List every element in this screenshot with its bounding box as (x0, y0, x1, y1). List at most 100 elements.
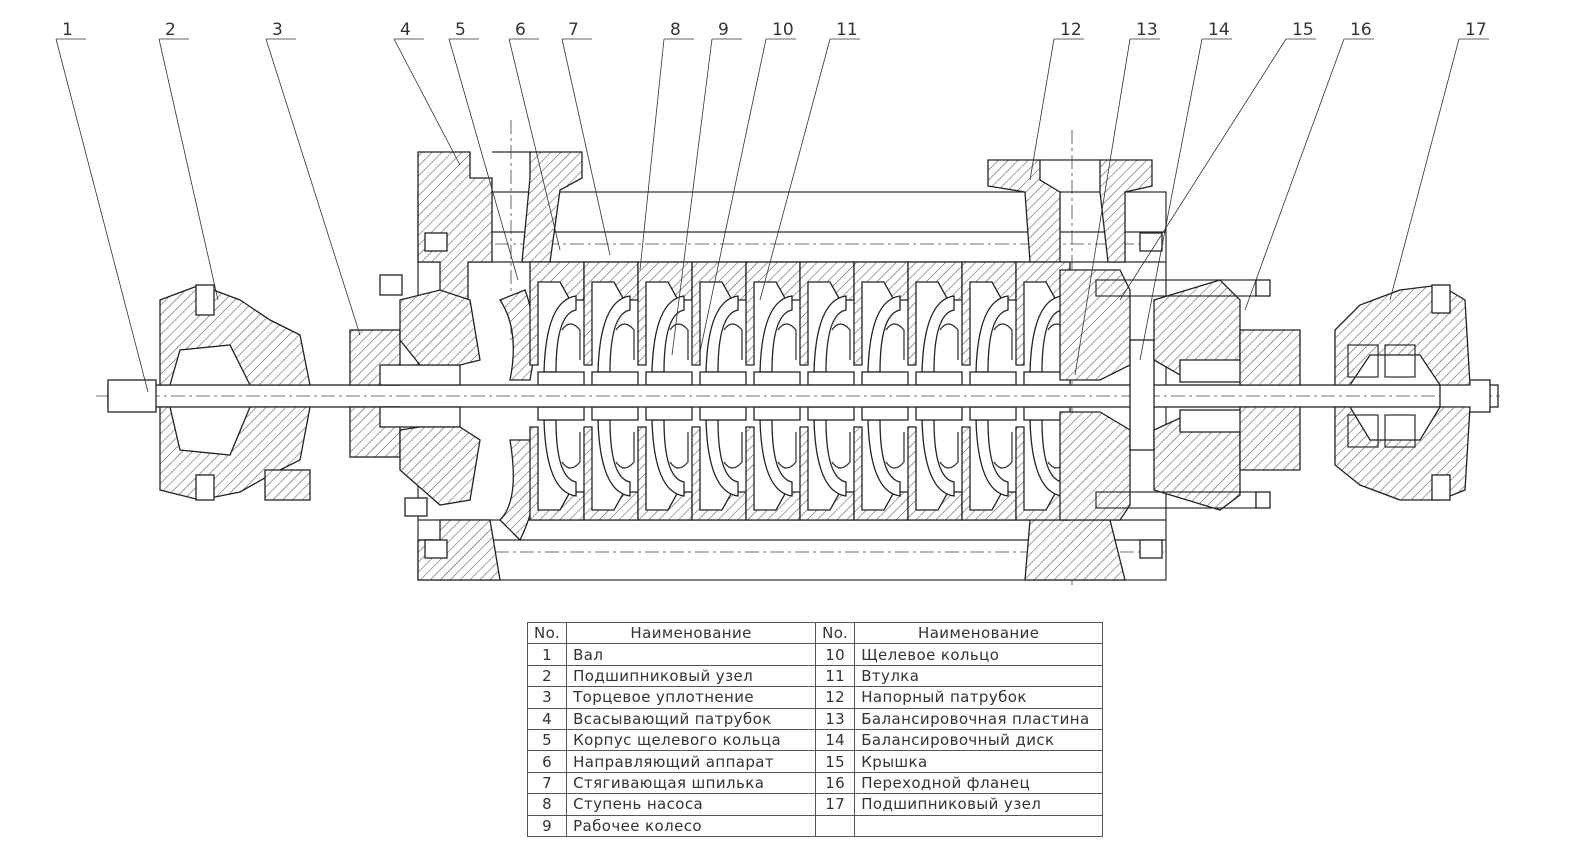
suction-nozzle (417, 120, 583, 581)
callout: 4 (393, 20, 461, 166)
callout: 16 (1244, 20, 1374, 311)
header-name: Наименование (566, 621, 817, 645)
callout-number: 6 (515, 20, 526, 40)
part-number: 3 (526, 686, 568, 709)
impeller (1029, 295, 1063, 373)
callout-number: 17 (1465, 20, 1487, 40)
part-number: 14 (815, 728, 856, 752)
part-number: 16 (815, 771, 856, 795)
impeller (921, 295, 955, 373)
impeller (597, 419, 631, 497)
callout-number: 8 (670, 20, 681, 40)
left-bearing-housing (159, 284, 311, 501)
part-number: 5 (526, 728, 568, 752)
part-name: Втулка (854, 664, 1104, 688)
part-number: 12 (815, 686, 856, 709)
part-name: Напорный патрубок (854, 686, 1104, 709)
callout: 9 (671, 20, 742, 356)
impeller (759, 295, 793, 373)
impeller (1029, 419, 1063, 497)
callout-number: 10 (772, 20, 794, 40)
impeller (597, 295, 631, 373)
pump-stage (745, 261, 801, 521)
impeller (705, 419, 739, 497)
callout: 14 (1139, 20, 1232, 361)
part-number: 13 (815, 707, 856, 730)
part-name: Вал (566, 643, 817, 666)
part-number: 6 (526, 750, 568, 773)
part-name: Щелевое кольцо (854, 643, 1104, 666)
part-name (854, 814, 1104, 837)
part-name: Балансировочная пластина (854, 707, 1104, 730)
tie-bolts (379, 232, 1271, 559)
part-number: 17 (815, 793, 856, 816)
left-mechanical-seal (349, 289, 481, 506)
callout-number: 1 (62, 20, 73, 40)
impeller (543, 419, 577, 497)
part-number: 7 (526, 771, 568, 795)
callout: 8 (639, 20, 694, 271)
impeller (759, 419, 793, 497)
part-name: Рабочее колесо (566, 814, 817, 837)
callout: 1 (55, 20, 149, 393)
pump-stage (637, 261, 693, 521)
callout: 3 (265, 20, 361, 336)
callout: 11 (759, 20, 860, 301)
impeller (867, 419, 901, 497)
part-name: Торцевое уплотнение (566, 686, 817, 709)
part-name: Переходной фланец (854, 771, 1104, 795)
impeller (975, 419, 1009, 497)
part-number: 2 (526, 664, 568, 688)
part-number: 9 (526, 814, 568, 837)
callout: 13 (1074, 20, 1160, 376)
part-number: 1 (526, 643, 568, 666)
impeller (651, 295, 685, 373)
pump-stage (583, 261, 639, 521)
part-name: Ступень насоса (566, 793, 817, 816)
part-number: 8 (526, 793, 568, 816)
callout-number: 7 (568, 20, 579, 40)
callout: 7 (561, 20, 611, 256)
part-name: Подшипниковый узел (854, 793, 1104, 816)
callout: 2 (158, 20, 219, 301)
callout: 6 (508, 20, 561, 251)
header-no: No. (526, 621, 568, 645)
pump-stage (799, 261, 855, 521)
impeller (921, 419, 955, 497)
pump-stage (961, 261, 1017, 521)
part-number: 10 (815, 643, 856, 666)
part-name: Балансировочный диск (854, 728, 1104, 752)
part-number: 15 (815, 750, 856, 773)
callout-number: 3 (272, 20, 283, 40)
balancing-section (1059, 269, 1301, 521)
callout-number: 16 (1350, 20, 1372, 40)
impeller (867, 295, 901, 373)
part-number (815, 814, 856, 837)
callout-number: 2 (165, 20, 176, 40)
callout-number: 5 (455, 20, 466, 40)
impeller (975, 295, 1009, 373)
part-name: Подшипниковый узел (566, 664, 817, 688)
callout-number: 13 (1136, 20, 1158, 40)
impeller (543, 295, 577, 373)
discharge-nozzle (987, 130, 1153, 585)
part-number: 11 (815, 664, 856, 688)
table-header-row: No. Наименование No. Наименование (526, 621, 1104, 645)
callout: 15 (1119, 20, 1316, 301)
part-name: Стягивающая шпилька (566, 771, 817, 795)
part-number: 4 (526, 707, 568, 730)
pump-stage (853, 261, 909, 521)
callout: 12 (1029, 20, 1084, 181)
impeller (813, 419, 847, 497)
impeller (813, 295, 847, 373)
header-name: Наименование (854, 621, 1104, 645)
part-name: Крышка (854, 750, 1104, 773)
